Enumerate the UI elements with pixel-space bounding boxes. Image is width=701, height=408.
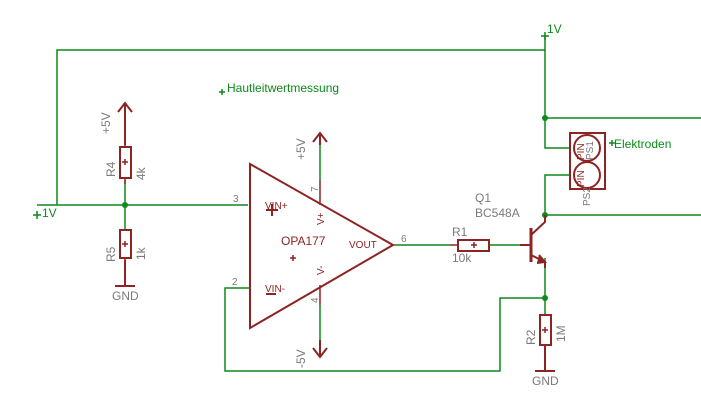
pin-number: 4: [310, 297, 321, 303]
wire-electrode-a: [544, 118, 570, 149]
pad-name: PS2: [582, 187, 593, 206]
power-plus5-r4: +5V: [99, 101, 133, 145]
component-value: BC548A: [475, 206, 520, 220]
pin-number: 3: [233, 194, 239, 205]
component-value: 1k: [134, 246, 148, 260]
junction-dot: [542, 295, 548, 301]
resistor-r1: R1 10k: [450, 225, 490, 265]
pad-pin-name: PIN: [576, 170, 587, 187]
component-name: R2: [524, 329, 538, 345]
power-plus5-opamp: +5V: [294, 131, 328, 160]
net-label-supply-left: 1V: [42, 206, 57, 220]
component-name: R5: [104, 246, 118, 262]
component-name: R4: [104, 161, 118, 177]
transistor-collector: [530, 215, 546, 236]
pad-name: PS1: [585, 141, 596, 160]
component-value: 10k: [452, 251, 472, 265]
label-anchor: [33, 211, 41, 219]
pin-name-vin-plus: VIN+: [265, 201, 288, 212]
pad-circle-icon: [573, 161, 601, 189]
transistor-q1: Q1 BC548A: [475, 191, 547, 268]
component-value: 4k: [134, 166, 148, 180]
power-arrow-down-icon: [312, 340, 328, 359]
power-arrow-icon: [312, 131, 328, 145]
ground-r5: GND: [112, 260, 139, 303]
wire-electrode-b: [544, 174, 570, 215]
pin-name-vin-minus: VIN-: [265, 284, 285, 295]
ground-icon: [115, 260, 135, 287]
power-label-plus5: +5V: [99, 112, 113, 134]
component-value: 1M: [554, 325, 568, 342]
ground-label: GND: [532, 374, 559, 388]
net-wires: [33, 32, 701, 372]
opamp-triangle: [249, 162, 396, 330]
resistor-leads: [450, 242, 477, 248]
pin-number: 7: [310, 186, 321, 192]
opamp-name: OPA177: [281, 234, 326, 248]
ground-r2: GND: [532, 345, 559, 388]
power-label-plus5: +5V: [294, 138, 308, 160]
resistor-r2: R2 1M: [524, 314, 568, 346]
electrode-pads: PIN PIN PS1 PS2: [569, 132, 606, 206]
plus-marker-icon: [266, 204, 278, 216]
emitter-arrow-icon: [536, 254, 547, 264]
electrode-connector: [569, 132, 606, 190]
wire-supply-loop: [56, 36, 546, 205]
component-name: R1: [452, 225, 468, 239]
ground-icon: [535, 345, 555, 372]
center-plus-icon: [290, 255, 296, 261]
pad-pin-name: PIN: [576, 143, 587, 160]
component-name: Q1: [475, 191, 491, 205]
net-label-electrodes: Elektroden: [614, 137, 671, 151]
label-anchor: [541, 32, 549, 40]
resistor-r4: R4 4k: [104, 141, 148, 184]
power-label-minus5: -5V: [294, 349, 308, 368]
diagram-title-label: Hautleitwertmessung: [227, 81, 339, 95]
power-minus5-opamp: -5V: [294, 340, 328, 368]
opamp-opa177: 3 2 6 7 4 VIN+ VIN- VOUT V+ V- OPA177: [232, 162, 407, 330]
pin-name-vout: VOUT: [349, 240, 377, 251]
resistor-leads: [542, 327, 548, 333]
ground-label: GND: [112, 289, 139, 303]
pin-name-vplus: V+: [316, 212, 327, 225]
pin-name-vminus: V-: [316, 266, 327, 275]
wire-feedback: [224, 287, 545, 372]
pin-number: 2: [232, 277, 238, 288]
junction-dot: [542, 115, 548, 121]
junction-dot: [122, 202, 128, 208]
resistor-leads: [122, 241, 128, 262]
label-anchor: [219, 89, 225, 95]
net-label-supply-top: 1V: [547, 22, 562, 36]
pin-number: 6: [401, 234, 407, 245]
resistor-r5: R5 1k: [104, 229, 148, 262]
resistor-leads: [122, 141, 128, 184]
resistor-body: [539, 314, 552, 346]
label-anchor: [609, 140, 615, 146]
power-arrow-icon: [117, 101, 133, 145]
